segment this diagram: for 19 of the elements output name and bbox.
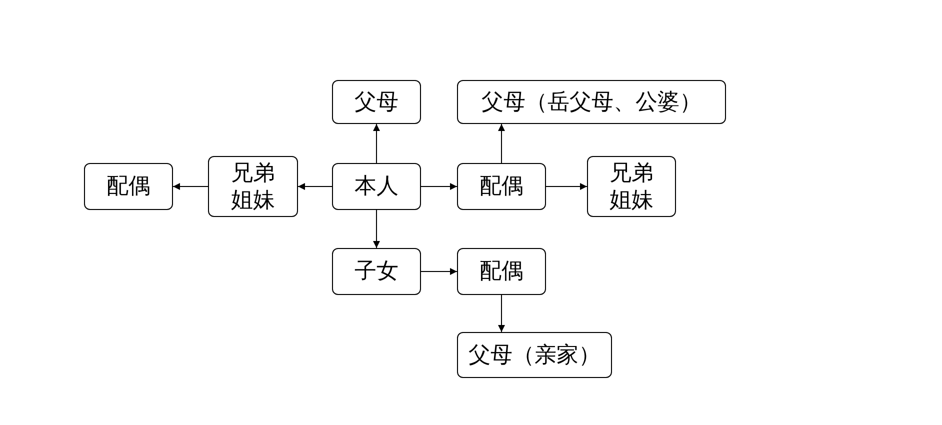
arrow [373, 124, 380, 164]
kin-box: 兄弟姐妹 [587, 156, 676, 217]
arrow [298, 183, 332, 190]
kin-box: 配偶 [457, 163, 546, 210]
kin-box: 子女 [332, 248, 421, 295]
kin-box: 配偶 [457, 248, 546, 295]
arrow [373, 210, 380, 248]
kin-box: 兄弟姐妹 [208, 156, 298, 217]
arrow [420, 268, 458, 275]
kin-box: 配偶 [84, 163, 173, 210]
arrow [172, 183, 208, 190]
kin-box: 本人 [332, 163, 421, 210]
arrow [498, 124, 505, 164]
arrow [498, 294, 505, 332]
arrow [546, 183, 588, 190]
kin-box: 父母（亲家） [457, 332, 612, 378]
kin-box: 父母 [332, 80, 421, 124]
arrow [420, 183, 458, 190]
kin-box: 父母（岳父母、公婆） [457, 80, 726, 124]
